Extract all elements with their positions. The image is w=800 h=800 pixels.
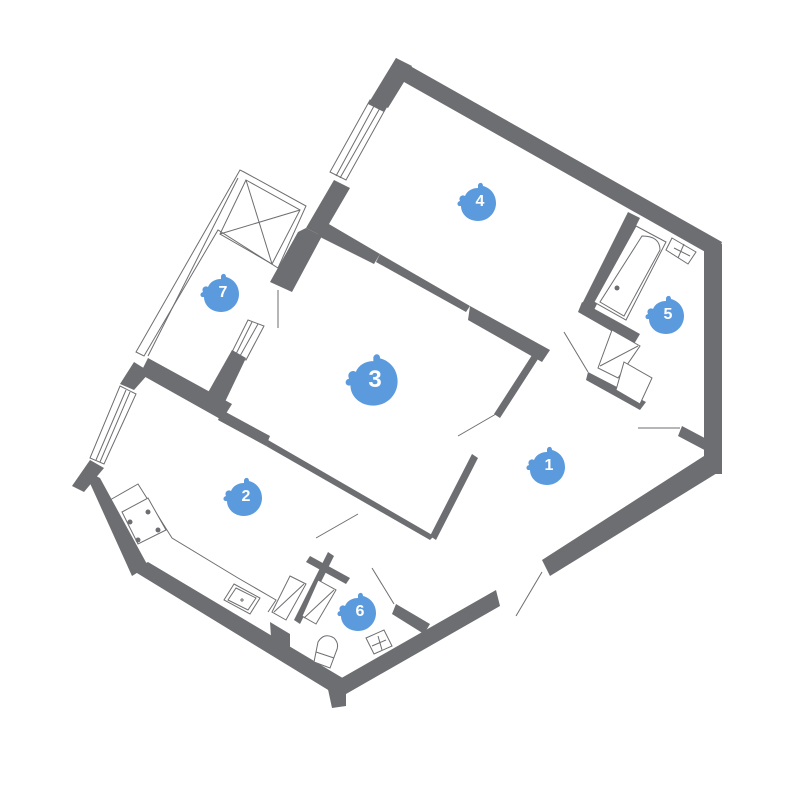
blob-icon bbox=[526, 446, 565, 485]
bathtub bbox=[593, 225, 667, 321]
room-marker-6[interactable]: 6 bbox=[334, 589, 380, 635]
blob-icon bbox=[457, 182, 496, 221]
room-number: 1 bbox=[544, 457, 554, 474]
room-number: 5 bbox=[663, 306, 673, 323]
toilet-bowl bbox=[313, 635, 339, 669]
kitchen-sink bbox=[223, 583, 261, 615]
room-number: 7 bbox=[218, 284, 228, 301]
balcony-outline bbox=[135, 169, 307, 357]
room-number: 2 bbox=[241, 488, 251, 505]
blob-icon bbox=[345, 354, 398, 406]
windows bbox=[89, 99, 387, 465]
blob-icon bbox=[223, 477, 262, 516]
room-number: 4 bbox=[475, 193, 485, 210]
room-marker-3[interactable]: 3 bbox=[341, 349, 403, 411]
walls bbox=[72, 58, 722, 708]
toilet-sink bbox=[365, 629, 393, 655]
blob-icon bbox=[645, 295, 684, 334]
kitchen-counter bbox=[109, 483, 277, 613]
room-marker-1[interactable]: 1 bbox=[523, 443, 569, 489]
door-swings bbox=[277, 290, 680, 617]
room-marker-7[interactable]: 7 bbox=[197, 270, 243, 316]
blob-icon bbox=[337, 592, 376, 631]
bathroom-sink bbox=[665, 237, 697, 265]
room-number: 3 bbox=[368, 366, 382, 393]
room-marker-5[interactable]: 5 bbox=[642, 292, 688, 338]
shower-cabinet bbox=[597, 329, 653, 405]
ventilation-shafts bbox=[271, 575, 337, 625]
room-number: 6 bbox=[355, 603, 365, 620]
room-marker-2[interactable]: 2 bbox=[220, 474, 266, 520]
room-marker-4[interactable]: 4 bbox=[454, 179, 500, 225]
blob-icon bbox=[200, 273, 239, 312]
